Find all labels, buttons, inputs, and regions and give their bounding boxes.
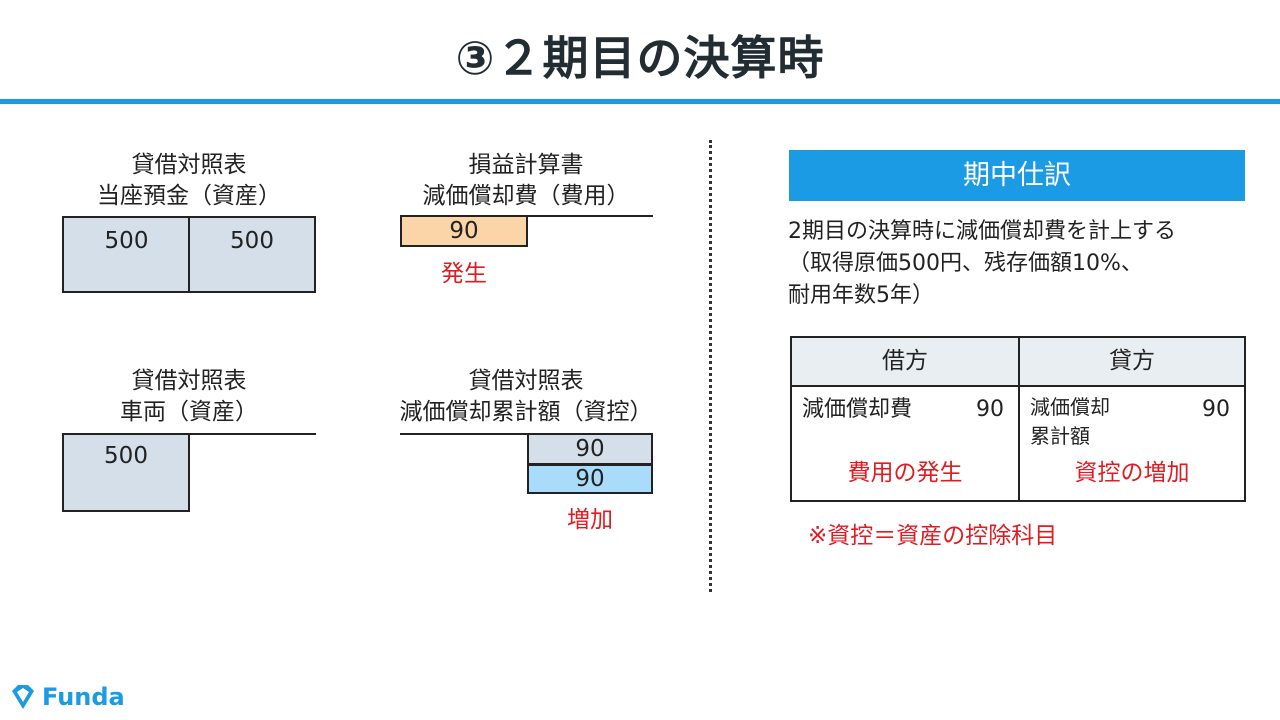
pl-depr-caption-line2: 減価償却費（費用）: [422, 183, 630, 209]
contra-asset-note: ※資控＝資産の控除科目: [808, 523, 1058, 549]
bs-vehicle-caption-line2: 車両（資産）: [120, 399, 258, 425]
journal-debit-account: 減価償却費: [802, 397, 913, 422]
bs-cash-debit: 500: [104, 228, 149, 254]
journal-description: 2期目の決算時に減価償却費を計上する （取得原価500円、残存価額10%、 耐用…: [788, 216, 1268, 312]
bs-cash-caption-line2: 当座預金（資産）: [97, 183, 281, 209]
pl-depr-caption: 損益計算書 減価償却費（費用）: [400, 150, 652, 212]
bs-cash-caption-line1: 貸借対照表: [131, 152, 247, 178]
journal-table: 借方 貸方 減価償却費 90 減価償却 累計額 90 費用の発生 資控の増加: [790, 336, 1246, 502]
bs-accum-caption-line2: 減価償却累計額（資控）: [399, 399, 653, 425]
journal-credit-header: 貸方: [1020, 338, 1244, 386]
pl-depr-caption-line1: 損益計算書: [468, 152, 584, 178]
bs-cash-caption: 貸借対照表 当座預金（資産）: [62, 150, 316, 212]
page-title: ③２期目の決算時: [455, 31, 825, 85]
bs-accum-top-line: [400, 433, 653, 435]
desc-line-3: 耐用年数5年）: [788, 283, 934, 308]
desc-line-1: 2期目の決算時に減価償却費を計上する: [788, 219, 1176, 244]
funda-logo: Funda: [8, 680, 125, 714]
pl-depr-note: 発生: [441, 261, 487, 287]
journal-credit-note: 資控の増加: [1074, 460, 1190, 486]
logo-text: Funda: [42, 683, 125, 711]
journal-banner: 期中仕訳: [789, 150, 1245, 201]
journal-column-line: [1018, 338, 1020, 500]
bs-accum-credit-box-2: 90: [527, 464, 653, 494]
pl-depr-debit-box: 90: [400, 216, 528, 247]
bs-cash-split: [188, 218, 190, 291]
journal-debit-amount: 90: [976, 397, 1004, 422]
journal-credit-account-line2: 累計額: [1030, 424, 1090, 448]
bs-vehicle-caption-line1: 貸借対照表: [131, 368, 247, 394]
bs-vehicle-caption: 貸借対照表 車両（資産）: [62, 366, 316, 428]
bs-accum-caption: 貸借対照表 減価償却累計額（資控）: [378, 366, 674, 428]
bs-accum-note: 増加: [567, 507, 613, 533]
journal-debit-header: 借方: [792, 338, 1018, 386]
gem-icon: [12, 685, 34, 709]
section-divider: [709, 140, 712, 592]
journal-credit-amount: 90: [1202, 397, 1230, 422]
desc-line-2: （取得原価500円、残存価額10%、: [788, 251, 1143, 276]
bs-cash-taccount: 500 500: [62, 216, 316, 293]
bs-vehicle-debit: 500: [104, 443, 148, 469]
title-underline: [0, 99, 1280, 104]
bs-accum-caption-line1: 貸借対照表: [468, 368, 584, 394]
journal-credit-account-line1: 減価償却: [1030, 395, 1110, 419]
bs-cash-credit: 500: [230, 228, 274, 254]
bs-accum-credit-box-1: 90: [527, 434, 653, 465]
journal-debit-note: 費用の発生: [847, 460, 963, 486]
bs-vehicle-debit-box: 500: [62, 434, 190, 512]
